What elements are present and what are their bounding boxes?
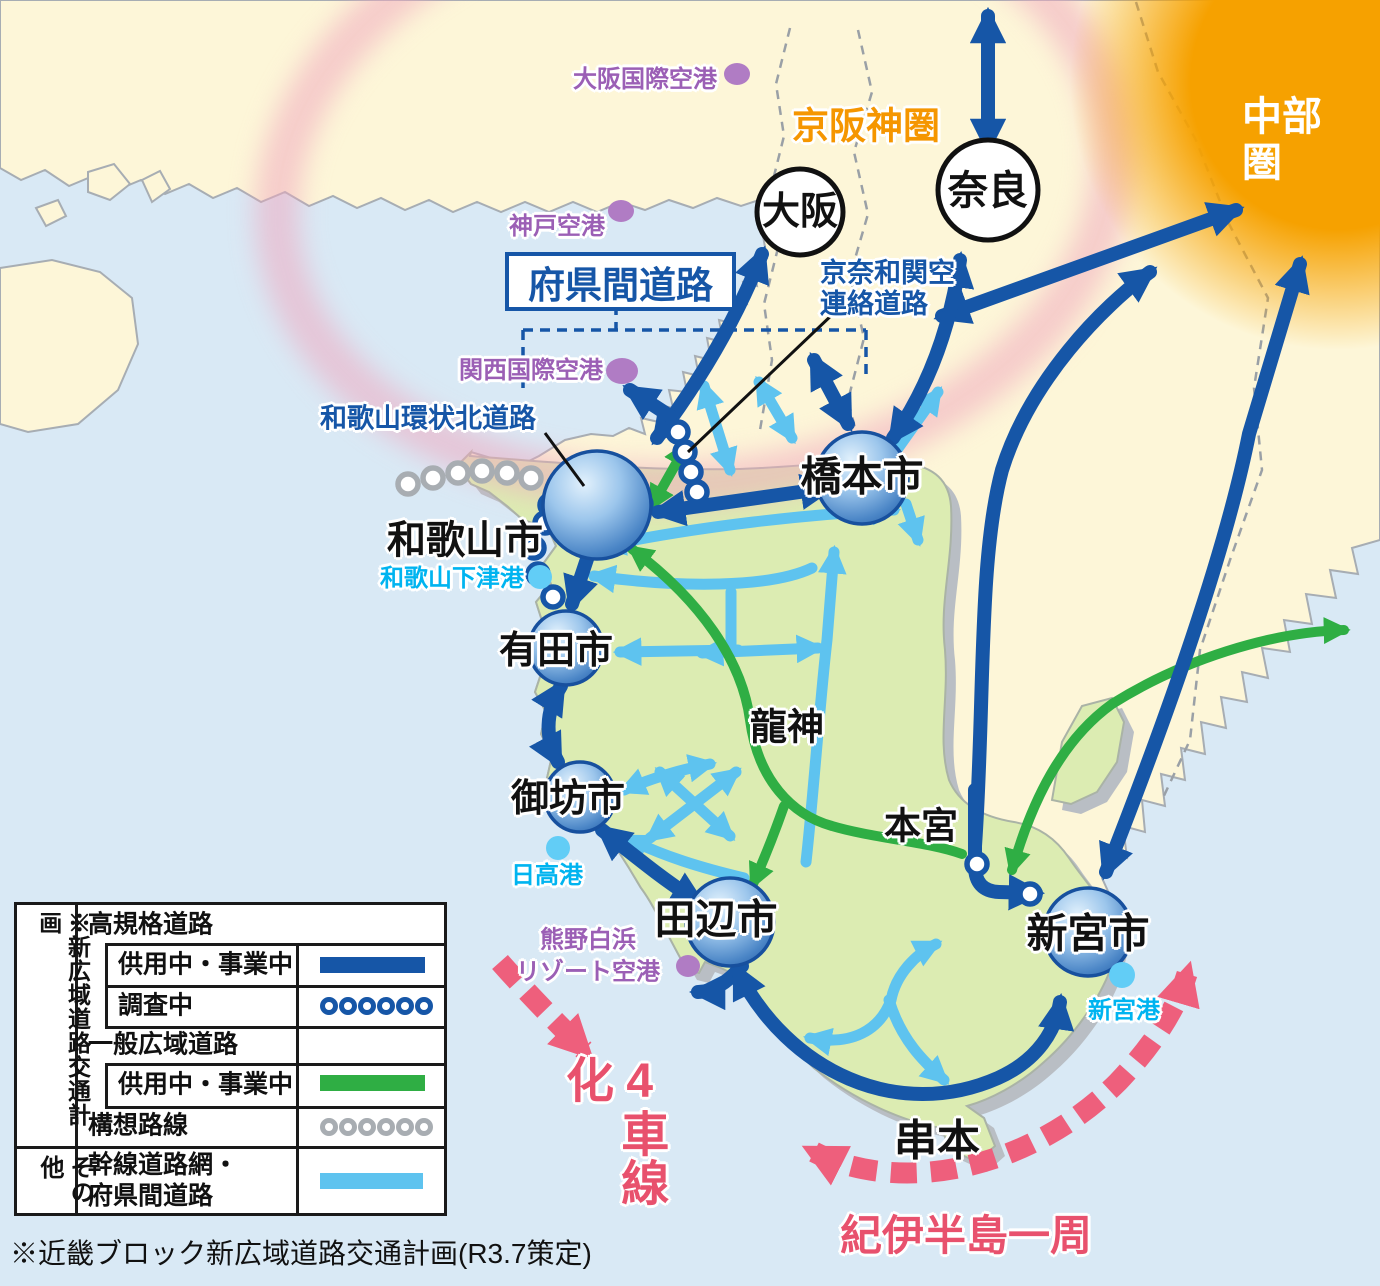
shimotsu-port-dot <box>528 565 552 589</box>
legend-divider <box>105 943 108 1029</box>
swatch-expressway <box>320 957 425 973</box>
legend-divider <box>17 1146 444 1149</box>
region-label-keihanshin: 京阪神圏 <box>792 105 940 147</box>
port-dots <box>528 565 1135 988</box>
swatch-survey-ring <box>358 997 376 1015</box>
legend-trunk-network: 幹線道路網・ 府県間道路 <box>88 1150 239 1210</box>
legend-general-wide: 一般広域道路 <box>88 1030 239 1059</box>
highlight-arrows <box>492 955 1200 1186</box>
city-spheres <box>527 430 1134 978</box>
fukenkan-road-label: 府県間道路 <box>505 252 736 311</box>
nara-hub-circle <box>935 137 1041 243</box>
area-label-hongu: 本宮 <box>884 805 958 847</box>
legend: ※新広域道路交通計画 その他 高規格道路 供用中・事業中 調査中 一般広域道路 … <box>14 902 447 1216</box>
shingu-port-dot <box>1109 962 1135 988</box>
awaji-island <box>0 258 140 434</box>
swatch-survey-ring <box>396 997 414 1015</box>
city-label-shingu: 新宮市 <box>1026 910 1150 957</box>
city-label-arida: 有田市 <box>498 630 614 673</box>
legend-divider <box>105 985 444 988</box>
hub-label-osaka: 大阪 <box>761 191 839 234</box>
four-lane-arrow <box>492 955 594 1060</box>
keinawa-road-label: 京奈和関空 連絡道路 <box>820 257 955 319</box>
islets <box>34 162 172 228</box>
callout-four-lane: 4車線化 <box>558 1055 667 1207</box>
legend-in-service-2: 供用中・事業中 <box>118 1070 294 1099</box>
area-label-ryujin: 龍神 <box>750 706 824 748</box>
swatch-concept-ring <box>358 1118 376 1136</box>
swatch-survey-ring <box>377 997 395 1015</box>
swatch-survey-ring <box>339 997 357 1015</box>
legend-high-standard: 高規格道路 <box>88 910 214 939</box>
swatch-survey-ring <box>320 997 338 1015</box>
hidaka-port-dot <box>546 836 570 860</box>
callout-kii-loop: 紀伊半島一周 <box>839 1211 1093 1259</box>
airport-label-shirahama: 熊野白浜 リゾート空港 <box>516 926 660 986</box>
legend-divider <box>105 1026 444 1029</box>
legend-concept-route: 構想路線 <box>88 1111 189 1140</box>
sphere-arida <box>527 609 605 687</box>
fukenkan-bracket <box>521 305 868 388</box>
airport-label-kobe: 神戸空港 <box>509 213 605 241</box>
legend-group-other: その他 <box>36 1155 93 1205</box>
sphere-wakayama <box>541 449 653 561</box>
port-label-shimotsu: 和歌山下津港 <box>380 565 524 593</box>
concept-route-dots <box>395 458 544 497</box>
legend-under-survey: 調査中 <box>118 991 194 1020</box>
swatch-concept-ring <box>415 1118 433 1136</box>
legend-group-plan: ※新広域道路交通計画 <box>35 911 91 1127</box>
airport-label-itami: 大阪国際空港 <box>573 66 717 94</box>
legend-in-service-1: 供用中・事業中 <box>118 950 294 979</box>
legend-divider <box>296 943 299 1213</box>
legend-divider <box>75 905 78 1213</box>
kobe-airport-dot <box>608 200 634 222</box>
swatch-general <box>320 1075 425 1091</box>
leader-lines <box>543 310 837 487</box>
osaka-hub-circle <box>754 166 846 258</box>
legend-divider <box>105 1063 444 1066</box>
airport-dots <box>606 63 750 977</box>
airport-label-kansai: 関西国際空港 <box>459 357 603 385</box>
sphere-gobo <box>543 760 617 834</box>
kii-loop-arrow <box>801 960 1200 1186</box>
swatch-survey-ring <box>415 997 433 1015</box>
hub-label-nara: 奈良 <box>948 169 1028 213</box>
source-note: ※近畿ブロック新広域道路交通計画(R3.7策定) <box>10 1238 592 1269</box>
port-label-shingu-port: 新宮港 <box>1088 997 1160 1025</box>
sphere-tanabe <box>684 876 776 968</box>
legend-divider <box>105 1063 108 1109</box>
swatch-concept-ring <box>377 1118 395 1136</box>
sphere-hashimoto <box>814 430 910 526</box>
city-label-tanabe: 田辺市 <box>654 896 778 943</box>
legend-divider <box>105 1106 444 1109</box>
itami-airport-dot <box>724 63 750 85</box>
swatch-concept-ring <box>396 1118 414 1136</box>
swatch-concept-ring <box>320 1118 338 1136</box>
legend-divider <box>105 943 444 946</box>
shirahama-airport-dot <box>676 955 700 977</box>
city-label-gobo: 御坊市 <box>510 778 626 821</box>
area-label-kushimoto: 串本 <box>894 1117 980 1166</box>
swatch-concept-ring <box>339 1118 357 1136</box>
port-label-hidaka: 日高港 <box>511 862 583 890</box>
city-label-wakayama: 和歌山市 <box>386 519 544 563</box>
kanjo-road-label: 和歌山環状北道路 <box>320 403 536 434</box>
swatch-trunk <box>320 1173 423 1189</box>
kansai-airport-dot <box>606 358 638 384</box>
region-label-chubu: 中部圏 <box>1242 95 1322 185</box>
city-label-hashimoto: 橋本市 <box>800 453 924 500</box>
